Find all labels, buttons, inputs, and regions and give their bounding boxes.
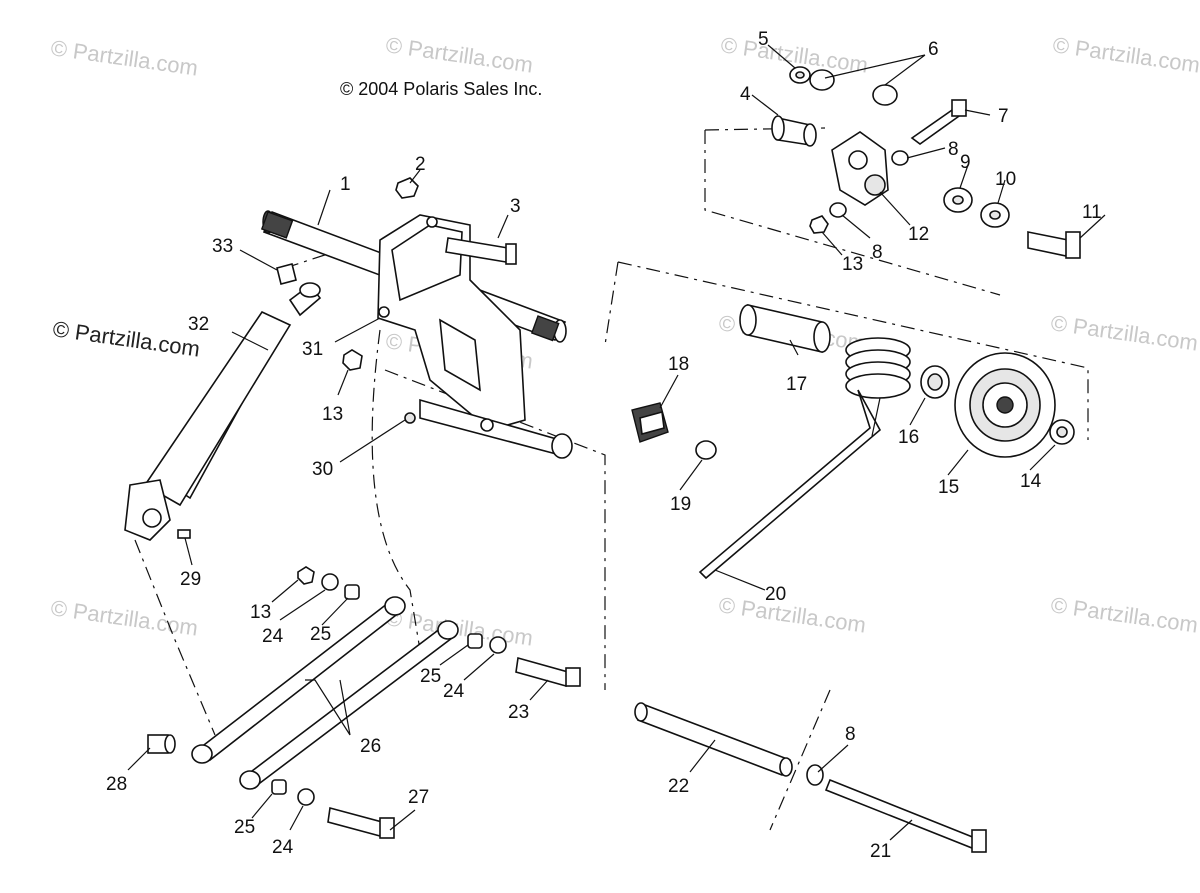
callout-9: 9 [960,152,971,173]
callout-5: 5 [758,29,769,50]
callout-8: 8 [872,242,883,263]
part-13-nut-right [809,215,829,234]
callout-20: 20 [765,584,786,605]
part-8-washer-mid [829,202,847,218]
callout-23: 23 [508,702,529,723]
callout-19: 19 [670,494,691,515]
part-32-shock-absorber [124,282,322,541]
callout-8: 8 [845,724,856,745]
watermark: © Partzilla.com [1051,32,1200,77]
callout-16: 16 [898,427,919,448]
callout-12: 12 [908,224,929,245]
callout-24: 24 [272,837,294,858]
part-25-bushing-b [467,633,483,649]
watermark-layer: © Partzilla.com © Partzilla.com © Partzi… [49,32,1200,650]
watermark: © Partzilla.com [1049,310,1199,355]
callout-22: 22 [668,776,689,797]
callout-17: 17 [786,374,807,395]
callout-25: 25 [310,624,331,645]
part-13-nut-lower [297,566,315,585]
callout-7: 7 [998,106,1009,127]
callout-1: 1 [340,174,351,195]
part-23-bolt [515,656,581,688]
part-21-axle-bolt [824,778,987,853]
callout-32: 32 [188,314,209,335]
callout-24: 24 [443,681,465,702]
watermark: © Partzilla.com [49,35,199,80]
callout-10: 10 [995,169,1016,190]
callout-13: 13 [250,602,271,623]
part-5-washer [789,66,811,84]
callout-26: 26 [360,736,381,757]
callout-30: 30 [312,459,333,480]
callout-leader-lines [127,44,1106,841]
part-18-adjuster-block [631,402,669,443]
part-3-bolt [445,237,517,265]
callout-3: 3 [510,196,521,217]
watermark: © Partzilla.com [717,592,867,637]
callout-21: 21 [870,841,891,862]
callout-15: 15 [938,477,959,498]
part-31-torque-arm [377,214,573,459]
callout-29: 29 [180,569,201,590]
callout-27: 27 [408,787,429,808]
callout-numbers: 1 2 3 4 5 6 7 8 8 8 9 10 11 12 13 13 13 … [106,29,1102,862]
part-25-bushing-a [344,584,360,600]
part-8-washer-lower [806,764,824,786]
callout-13: 13 [322,404,343,425]
callout-31: 31 [302,339,323,360]
part-27-bolt [327,806,395,839]
part-10-washer [980,202,1010,228]
callout-11: 11 [1082,202,1102,223]
part-24-washer-b [489,636,507,654]
part-2-nut [395,177,419,199]
callout-4: 4 [740,84,751,105]
part-24-washer-c [297,788,315,806]
callout-18: 18 [668,354,689,375]
callout-33: 33 [212,236,233,257]
part-30-grease-fitting [404,412,416,424]
callout-24: 24 [262,626,284,647]
watermark: © Partzilla.com [51,316,201,361]
part-33-bushing [276,263,297,285]
watermark: © Partzilla.com [384,32,534,77]
part-8-washer-upper [891,150,909,166]
part-22-tube [634,702,793,777]
part-15-idler-wheel [954,352,1056,458]
callout-13: 13 [842,254,863,275]
part-4-sleeve [771,115,817,147]
callout-2: 2 [415,154,426,175]
watermark: © Partzilla.com [384,605,534,650]
callout-8: 8 [948,139,959,160]
part-6-bushings [809,69,898,106]
part-26-link-rods [191,596,459,790]
part-25-bushing-c [271,779,287,795]
copyright-notice: © 2004 Polaris Sales Inc. [340,79,542,99]
callout-25: 25 [420,666,441,687]
part-12-pivot-block [831,131,889,206]
part-13-nut-upper [342,349,363,371]
part-7-bolt [910,99,967,145]
part-20-spring [698,337,911,580]
part-11-bolt [1027,231,1081,259]
callout-28: 28 [106,774,127,795]
callout-25: 25 [234,817,255,838]
part-19-washer [695,440,717,460]
part-28-fitting [147,734,176,754]
part-16-washer [920,365,950,399]
part-24-washer-a [321,573,339,591]
part-29-pin [177,529,191,539]
callout-14: 14 [1020,471,1042,492]
part-14-bushing [1049,419,1075,445]
watermark: © Partzilla.com [1049,592,1199,637]
part-9-washer [943,187,973,213]
part-17-sleeve [739,303,831,354]
watermark: © Partzilla.com [49,595,199,640]
callout-6: 6 [928,39,939,60]
